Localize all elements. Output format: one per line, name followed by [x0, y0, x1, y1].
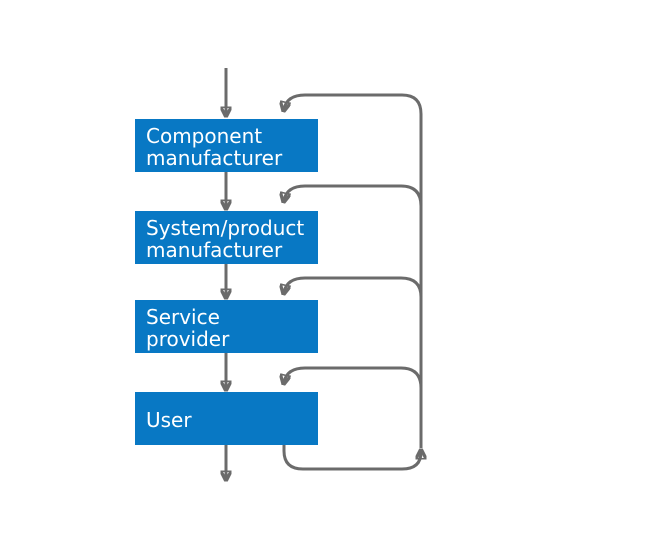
box-service-provider: Service provider — [135, 300, 318, 353]
feedback-branch-service — [284, 276, 423, 298]
box-user-label: User — [146, 408, 192, 432]
feedback-trunk-branch-component — [284, 93, 423, 448]
box-component-manufacturer-label: Component manufacturer — [146, 124, 283, 170]
feedback-return-connector — [282, 445, 421, 471]
box-component-manufacturer: Component manufacturer — [135, 119, 318, 172]
box-service-provider-label: Service provider — [146, 305, 230, 351]
box-system-product-manufacturer: System/product manufacturer — [135, 211, 318, 264]
feedback-branch-user — [284, 366, 423, 389]
feedback-branch-system — [284, 184, 423, 207]
box-user: User — [135, 392, 318, 445]
box-system-product-manufacturer-label: System/product manufacturer — [146, 216, 305, 262]
